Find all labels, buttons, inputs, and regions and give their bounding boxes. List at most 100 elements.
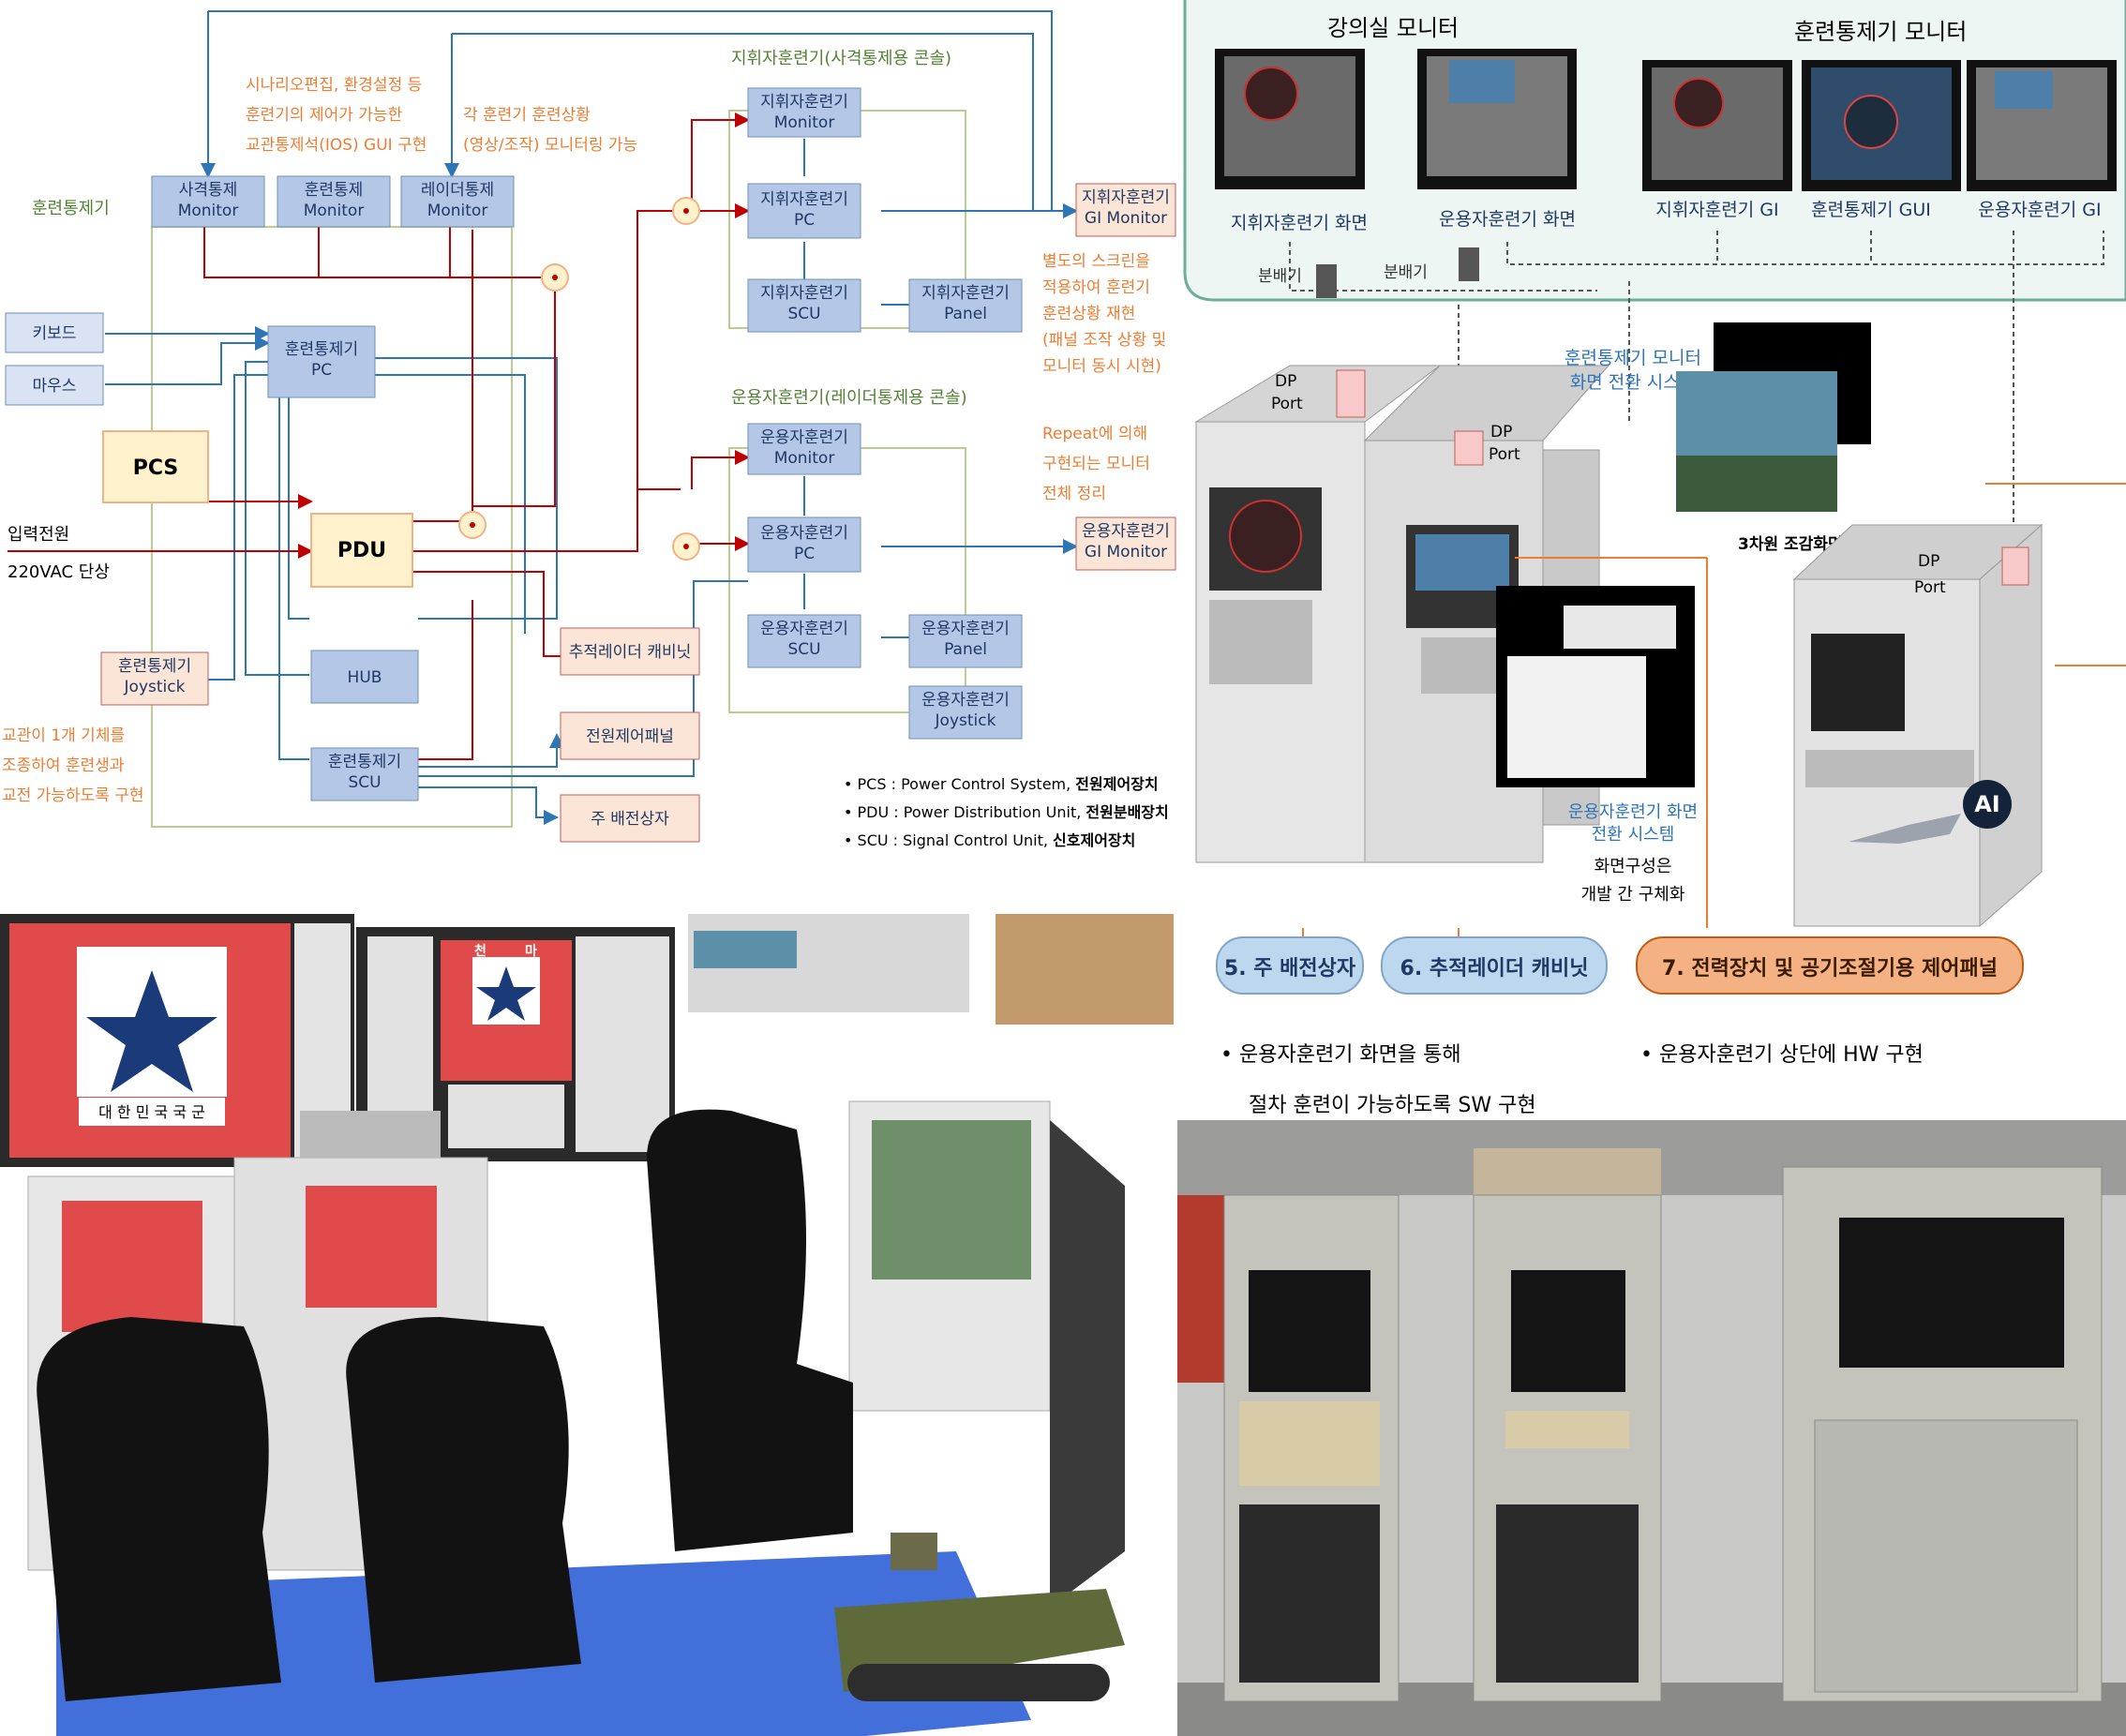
- svg-text:교관이 1개 기체를: 교관이 1개 기체를: [2, 726, 125, 745]
- svg-text:지휘자훈련기: 지휘자훈련기: [760, 190, 848, 209]
- svg-text:Monitor: Monitor: [304, 202, 365, 220]
- svg-text:각 훈련기 훈련상황: 각 훈련기 훈련상황: [463, 106, 591, 125]
- svg-text:운용자훈련기 화면: 운용자훈련기 화면: [1568, 802, 1698, 822]
- svg-text:화면 전환 시스템: 화면 전환 시스템: [1570, 372, 1696, 393]
- real-console-photo: [1177, 1120, 2126, 1736]
- svg-text:훈련상황 재현: 훈련상황 재현: [1042, 305, 1135, 323]
- svg-text:PC: PC: [794, 211, 815, 230]
- svg-text:SCU: SCU: [348, 773, 381, 792]
- svg-text:훈련통제기 모니터: 훈련통제기 모니터: [1565, 348, 1701, 368]
- svg-text:운용자훈련기: 운용자훈련기: [760, 524, 848, 543]
- fire-control-monitor-block: 사격통제 Monitor: [151, 175, 265, 228]
- operator-joystick-block: 운용자훈련기 Joystick: [908, 685, 1023, 740]
- emblem-char-left-2: 마: [169, 956, 187, 979]
- svg-text:전원제어패널: 전원제어패널: [586, 727, 674, 746]
- svg-text:5. 주 배전상자: 5. 주 배전상자: [1224, 957, 1356, 980]
- svg-text:운용자훈련기 화면: 운용자훈련기 화면: [1439, 209, 1576, 230]
- tab-control-panel: 7. 전력장치 및 공기조절기용 제어패널: [1636, 936, 2024, 995]
- svg-text:지휘자훈련기: 지휘자훈련기: [760, 284, 848, 303]
- abbreviation-legend: • PCS : Power Control System, 전원제어장치 • P…: [844, 775, 1169, 849]
- svg-text:운용자훈련기: 운용자훈련기: [760, 620, 848, 638]
- emblem-char-left-1: 천: [122, 956, 139, 979]
- photo-canvas: [1177, 1120, 2126, 1736]
- commander-pc-block: 지휘자훈련기 PC: [747, 183, 861, 239]
- svg-text:PDU: PDU: [337, 539, 386, 562]
- control-title: 훈련통제기: [32, 199, 110, 218]
- switch-system-note: 훈련통제기 모니터 화면 전환 시스템: [1565, 348, 1701, 393]
- svg-text:(패널 조작 상황 및: (패널 조작 상황 및: [1042, 331, 1166, 350]
- svg-text:교전 가능하도록 구현: 교전 가능하도록 구현: [2, 786, 144, 805]
- power-input-label: 입력전원: [7, 525, 69, 545]
- svg-text:전환 시스템: 전환 시스템: [1592, 825, 1675, 845]
- svg-text:6. 추적레이더 캐비닛: 6. 추적레이더 캐비닛: [1400, 957, 1589, 980]
- system-block-diagram: 사격통제 Monitor 훈련통제 Monitor 레이더통제 Monitor …: [0, 0, 1177, 876]
- dp-label-op: DP: [1490, 423, 1512, 441]
- main-distribution-box-block: 주 배전상자: [560, 794, 700, 843]
- svg-text:Monitor: Monitor: [774, 449, 835, 468]
- hub-block: HUB: [310, 650, 419, 704]
- operator-gi-monitor-block: 운용자훈련기 GI Monitor: [1075, 516, 1176, 571]
- svg-text:훈련통제기: 훈련통제기: [328, 753, 401, 771]
- port-label-cabinet: Port: [1914, 578, 1946, 597]
- operator-pc-block: 운용자훈련기 PC: [747, 516, 861, 573]
- svg-text:절차 훈련이 가능하도록 SW 구현: 절차 훈련이 가능하도록 SW 구현: [1249, 1094, 1536, 1117]
- room-thumbnail-2: [996, 914, 1174, 1025]
- svg-text:적용하여 훈련기: 적용하여 훈련기: [1042, 278, 1150, 297]
- power-control-panel-block: 전원제어패널: [560, 711, 700, 760]
- port-label-op: Port: [1489, 445, 1520, 464]
- photo-cabinet-right: [1782, 1166, 2103, 1702]
- commander-group-title: 지휘자훈련기(사격통제용 콘솔): [731, 49, 951, 68]
- emblem-char-right-1: 천: [474, 944, 487, 959]
- operator-group-frame: [728, 447, 966, 713]
- control-pc-block: 훈련통제기 PC: [267, 325, 376, 398]
- jet-drawing: [1849, 814, 1961, 844]
- svg-text:모니터 동시 시현): 모니터 동시 시현): [1042, 357, 1161, 376]
- svg-text:Monitor: Monitor: [427, 202, 488, 220]
- splitter-2: [1459, 247, 1479, 281]
- screen-note: 별도의 스크린을 적용하여 훈련기 훈련상황 재현 (패널 조작 상황 및 모니…: [1042, 252, 1166, 376]
- svg-text:Panel: Panel: [944, 640, 987, 659]
- svg-text:(영상/조작) 모니터링 가능: (영상/조작) 모니터링 가능: [463, 136, 637, 155]
- ai-badge-text: AI: [1974, 791, 2000, 817]
- instructor-note: 교관이 1개 기체를 조종하여 훈련생과 교전 가능하도록 구현: [2, 726, 144, 805]
- svg-text:HUB: HUB: [348, 668, 382, 687]
- svg-text:운용자훈련기 GI: 운용자훈련기 GI: [1978, 200, 2101, 220]
- svg-text:화면구성은: 화면구성은: [1594, 857, 1672, 876]
- svg-text:Repeat에 의해: Repeat에 의해: [1042, 425, 1147, 443]
- svg-text:SCU: SCU: [787, 305, 820, 323]
- ai-badge: [1963, 780, 2012, 829]
- svg-text:훈련통제: 훈련통제: [305, 181, 364, 200]
- commander-monitor-block: 지휘자훈련기 Monitor: [747, 87, 861, 138]
- svg-text:7. 전력장치 및 공기조절기용 제어패널: 7. 전력장치 및 공기조절기용 제어패널: [1662, 957, 1998, 980]
- concept-bullets: • 운용자훈련기 화면을 통해 절차 훈련이 가능하도록 SW 구현 • 운용자…: [1220, 1043, 1924, 1117]
- screen-config-note: 화면구성은 개발 간 구체화: [1581, 857, 1685, 905]
- svg-text:별도의 스크린을: 별도의 스크린을: [1042, 252, 1150, 271]
- concept-canvas: 강의실 모니터 훈련통제기 모니터 지휘자훈련기 화면 운용자훈련기 화면 지휘…: [1183, 0, 2126, 1117]
- svg-text:Joystick: Joystick: [935, 711, 996, 730]
- svg-text:지휘자훈련기 GI: 지휘자훈련기 GI: [1655, 200, 1778, 220]
- svg-text:개발 간 구체화: 개발 간 구체화: [1581, 885, 1685, 905]
- svg-text:훈련통제기: 훈련통제기: [118, 657, 191, 676]
- svg-text:• 운용자훈련기 상단에 HW 구현: • 운용자훈련기 상단에 HW 구현: [1640, 1043, 1924, 1067]
- view-3d-caption: 3차원 조감화면: [1738, 535, 1843, 554]
- system-diagram-canvas: 사격통제 Monitor 훈련통제 Monitor 레이더통제 Monitor …: [2, 10, 1176, 849]
- lecture-monitor-title: 강의실 모니터: [1327, 15, 1459, 41]
- simulator-canvas: 대 한 민 국 국 군 천 마 천 마: [0, 914, 1174, 1736]
- svg-text:구현되는 모니터: 구현되는 모니터: [1042, 455, 1150, 473]
- svg-text:SCU: SCU: [787, 640, 820, 659]
- operator-switch-note: 운용자훈련기 화면 전환 시스템: [1568, 802, 1698, 845]
- svg-text:Panel: Panel: [944, 305, 987, 323]
- emblem-char-right-2: 마: [525, 944, 537, 959]
- mouse-block: 마우스: [5, 365, 104, 406]
- photo-console-center: [1473, 1148, 1662, 1702]
- splitter-label-2: 분배기: [1384, 263, 1428, 282]
- photo-console-left: [1223, 1194, 1400, 1702]
- svg-text:운용자훈련기: 운용자훈련기: [921, 691, 1010, 710]
- emblem-caption-left: 대 한 민 국 국 군: [98, 1103, 205, 1121]
- splitter-1: [1316, 264, 1337, 298]
- concept-diagram: 강의실 모니터 훈련통제기 모니터 지휘자훈련기 화면 운용자훈련기 화면 지휘…: [1177, 0, 2126, 1120]
- operator-group-title: 운용자훈련기(레이더통제용 콘솔): [731, 388, 967, 408]
- control-scu-block: 훈련통제기 SCU: [310, 747, 419, 801]
- control-joystick-block: 훈련통제기 Joystick: [100, 651, 209, 706]
- svg-text:운용자훈련기: 운용자훈련기: [760, 428, 848, 447]
